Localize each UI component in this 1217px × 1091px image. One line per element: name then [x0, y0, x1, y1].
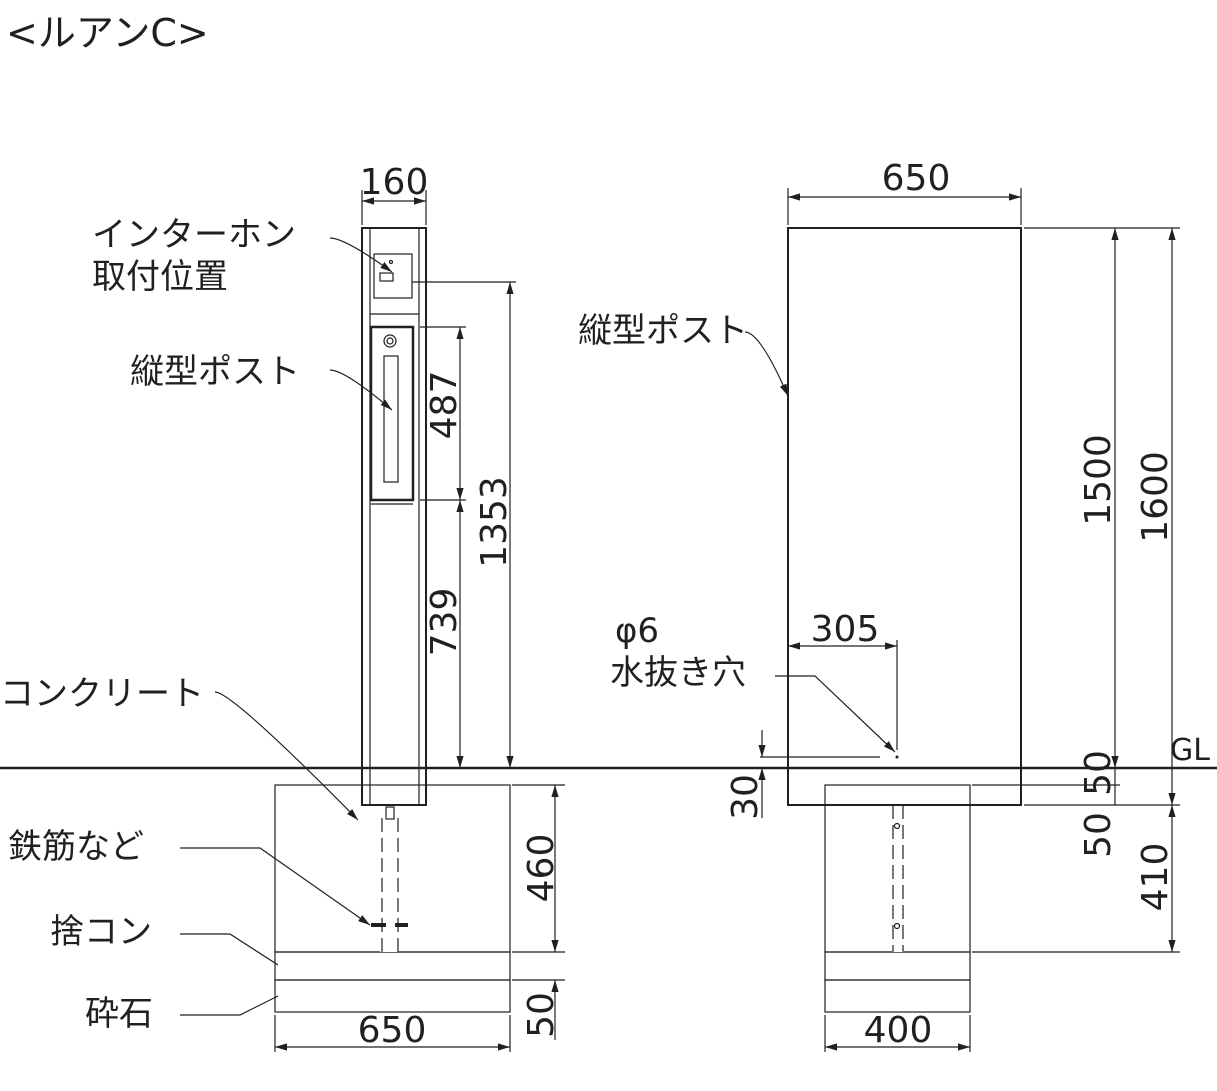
drawing-title: <ルアンC>	[6, 11, 209, 55]
dim-1500: 1500	[1078, 434, 1119, 526]
intercom-panel	[373, 253, 413, 299]
left-post	[361, 227, 427, 806]
ground-level-label: GL	[1170, 733, 1210, 768]
dim-739: 739	[424, 588, 465, 657]
dim-right-foundation-400: 400	[864, 1010, 933, 1051]
dim-305: 305	[811, 609, 880, 650]
dim-50-upper: 50	[1078, 750, 1119, 796]
label-rebar: 鉄筋など	[8, 827, 144, 867]
label-post-left: 縦型ポスト	[130, 352, 300, 392]
right-view: 650 1500 1600 50 50 410 305 30 400 縦型ポスト…	[578, 158, 1180, 1052]
mail-slot-panel	[369, 325, 415, 502]
dim-50-gravel: 50	[521, 992, 562, 1038]
dim-30: 30	[725, 774, 766, 820]
drain-hole	[895, 755, 899, 759]
label-concrete: コンクリート	[0, 674, 204, 714]
dim-460: 460	[521, 834, 562, 903]
dim-left-width-160: 160	[360, 162, 429, 203]
label-intercom-position: 取付位置	[92, 257, 228, 297]
dim-right-width-650: 650	[882, 158, 951, 199]
left-view: 160 487 739 1353 460 50 650 インターホン 取付位置 …	[0, 162, 565, 1052]
dim-left-foundation-650: 650	[358, 1010, 427, 1051]
left-foundation	[274, 784, 511, 1013]
label-post-right: 縦型ポスト	[578, 311, 748, 351]
dim-410: 410	[1135, 843, 1176, 912]
label-intercom: インターホン	[92, 215, 296, 255]
dim-487: 487	[424, 371, 465, 440]
right-foundation	[824, 784, 971, 1013]
right-post-body	[787, 227, 1022, 806]
dim-50-lower: 50	[1078, 812, 1119, 858]
dim-1353: 1353	[474, 476, 515, 568]
label-drain-diameter: φ6	[615, 611, 659, 651]
label-leveling-concrete: 捨コン	[50, 912, 152, 952]
label-drain-hole: 水抜き穴	[610, 653, 746, 693]
label-gravel: 砕石	[85, 994, 153, 1034]
dim-1600: 1600	[1135, 451, 1176, 543]
